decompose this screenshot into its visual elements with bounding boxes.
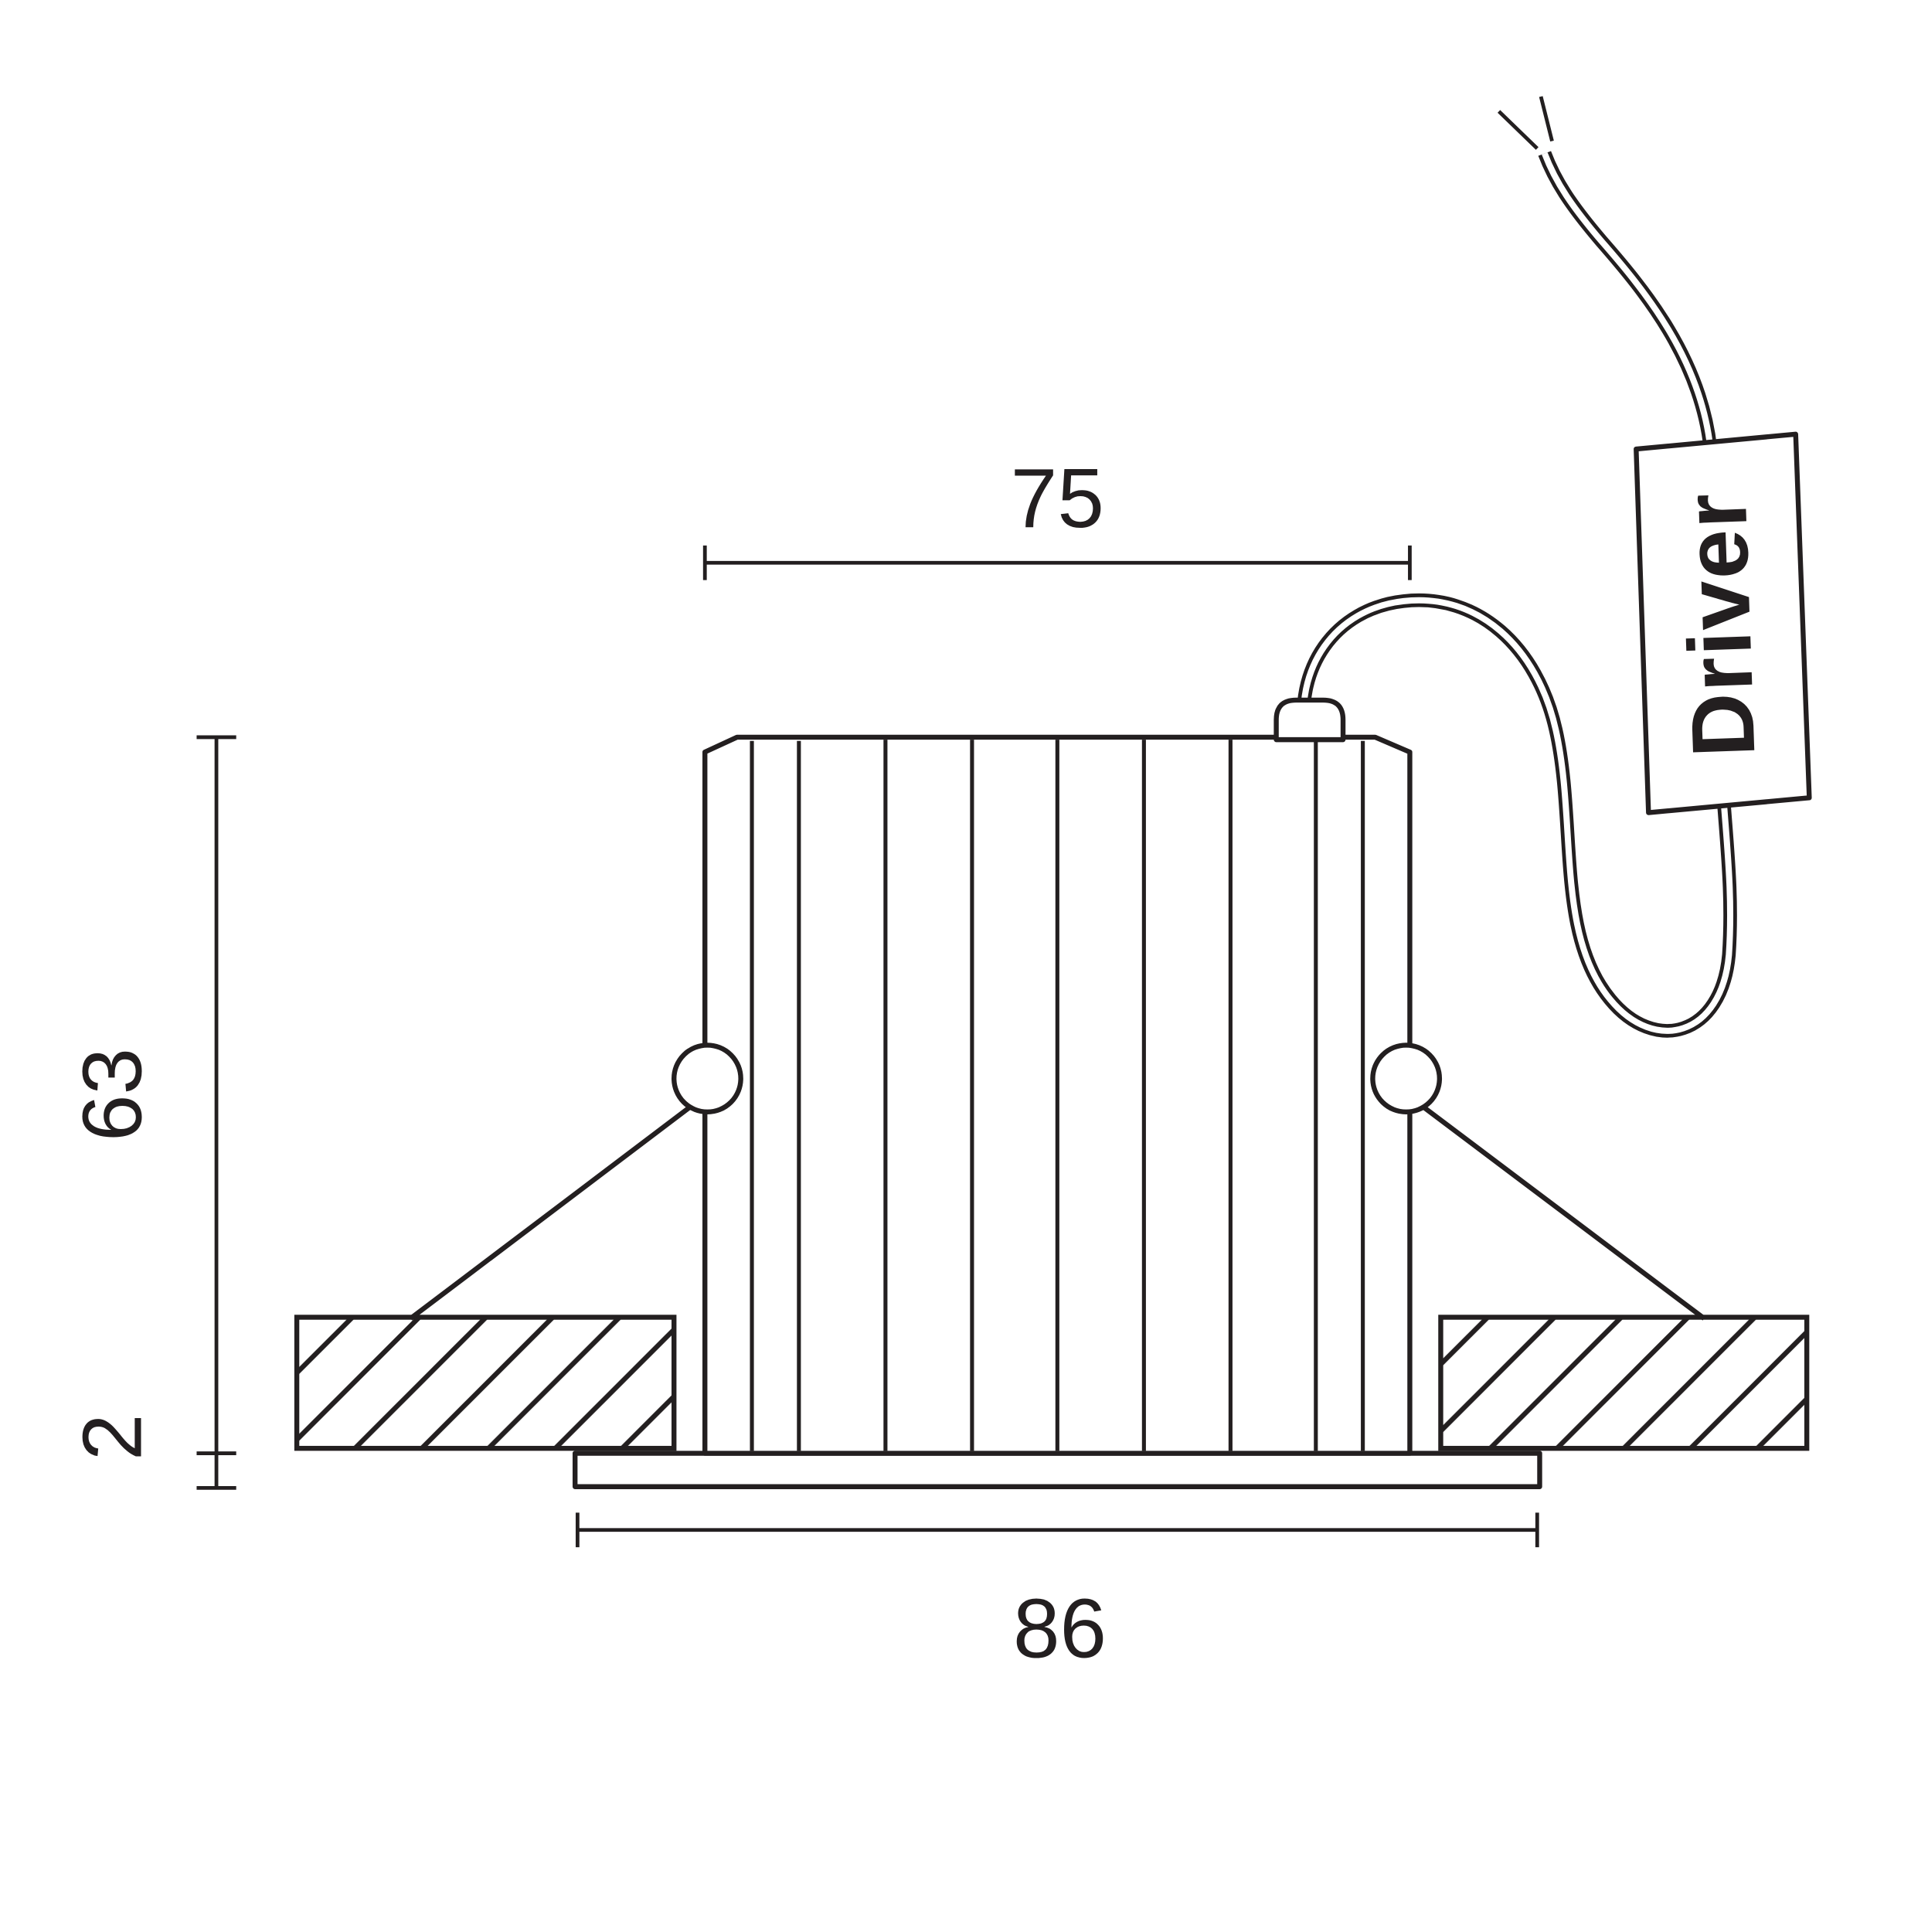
ceiling-section-left [294,1315,677,1451]
fixture-cable-core [1300,597,1734,1034]
driver-label: Driver [1666,491,1774,759]
clip-pivot-right [1370,1043,1443,1115]
ceiling-hatch-right [1438,1315,1810,1451]
fixture-cable [1296,593,1737,1038]
supply-wire [1497,96,1718,449]
spring-clip-left [409,1043,743,1321]
heatsink-fins [750,740,1365,1451]
supply-wire-core [1542,152,1714,448]
dimension-bottom-width: 86 [575,1512,1539,1676]
dimension-label-height: 63 [65,1048,159,1141]
dimension-label-top-width: 75 [1011,451,1104,546]
dimension-top-width: 75 [702,451,1412,580]
clip-pivot-left [672,1043,743,1115]
clip-arm-left [409,1101,697,1321]
ceiling-hatch-left [294,1315,677,1451]
dimension-label-overall-width: 86 [1013,1582,1107,1676]
driver-box-outline [1634,431,1812,815]
spring-clip-right [1370,1043,1706,1321]
dimension-label-flange-thickness: 2 [65,1413,159,1461]
wire-strand-end [1539,96,1554,142]
ceiling-section-right [1438,1315,1810,1451]
wire-strand-end [1497,110,1539,150]
lamp-housing [702,734,1413,1456]
driver-box: Driver [1634,431,1812,815]
trim-flange [572,1451,1542,1489]
cable-gland [1273,697,1346,743]
clip-arm-right [1416,1101,1706,1321]
dimension-left-height: 63 2 [65,735,236,1490]
